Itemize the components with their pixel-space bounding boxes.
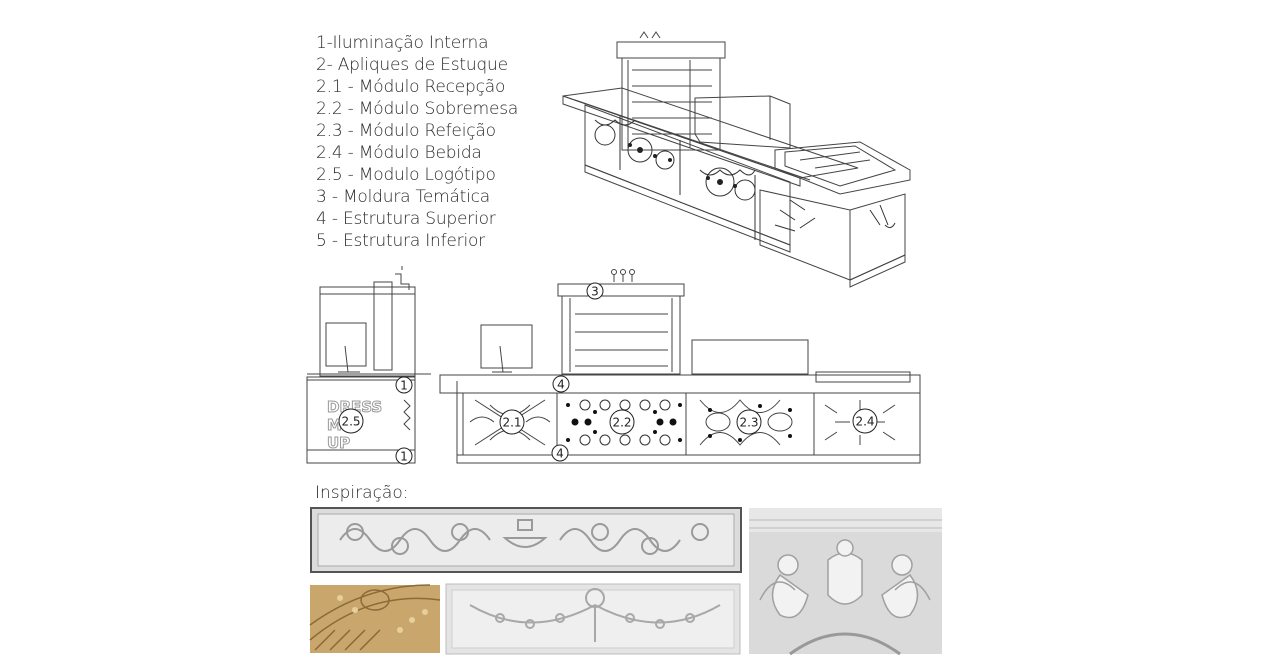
legend-item: 2- Apliques de Estuque (316, 55, 508, 75)
svg-text:2.5: 2.5 (341, 415, 360, 429)
svg-text:1: 1 (400, 379, 408, 393)
isometric-view (562, 31, 911, 288)
legend-item: 4 - Estrutura Superior (316, 209, 496, 229)
legend-item: 2.5 - Modulo Logótipo (316, 165, 496, 185)
logo-word-1: DRESS (327, 398, 382, 416)
callout-side-logo: 2.5 (338, 408, 364, 434)
inspiration-photo-gold (309, 584, 441, 653)
legend-item: 2.1 - Módulo Recepção (316, 77, 506, 97)
svg-text:4: 4 (556, 447, 564, 461)
dessert-ornament (566, 399, 792, 446)
legend-item: 3 - Moldura Temática (316, 187, 491, 207)
inspiration-photo-frieze (310, 507, 742, 573)
callout-module-23: 2.3 (736, 409, 762, 435)
callout-module-24: 2.4 (852, 408, 878, 434)
logo-word-3: UP (327, 434, 350, 452)
svg-text:2.4: 2.4 (855, 415, 874, 429)
callout-side-top: 1 (395, 376, 413, 394)
callout-module-22: 2.2 (609, 409, 635, 435)
legend-list: 1-Iluminação Interna 2- Apliques de Estu… (316, 32, 518, 252)
callout-frame: 3 (586, 282, 604, 300)
svg-text:4: 4 (557, 378, 565, 392)
callout-front-bottom: 4 (551, 444, 569, 462)
legend-item: 2.4 - Módulo Bebida (316, 143, 482, 163)
legend-item: 1-Iluminação Interna (316, 33, 489, 53)
legend-item: 2.3 - Módulo Refeição (316, 121, 496, 141)
svg-text:3: 3 (591, 285, 599, 299)
side-elevation (306, 266, 431, 464)
callout-side-bottom: 1 (395, 447, 413, 465)
inspiration-heading: Inspiração: (315, 483, 409, 503)
svg-text:1: 1 (400, 450, 408, 464)
inspiration-photo-cherubs (749, 508, 942, 656)
callout-module-21: 2.1 (499, 409, 525, 435)
callouts: 1 1 2.5 3 4 4 2.1 2.2 (338, 282, 878, 465)
legend-item: 5 - Estrutura Inferior (316, 231, 485, 251)
svg-text:2.2: 2.2 (612, 416, 631, 430)
callout-front-top: 4 (552, 375, 570, 393)
svg-text:2.3: 2.3 (739, 416, 758, 430)
legend-item: 2.2 - Módulo Sobremesa (316, 99, 519, 119)
front-elevation (439, 269, 921, 464)
inspiration-photo-garland (445, 583, 741, 655)
svg-text:2.1: 2.1 (502, 416, 521, 430)
